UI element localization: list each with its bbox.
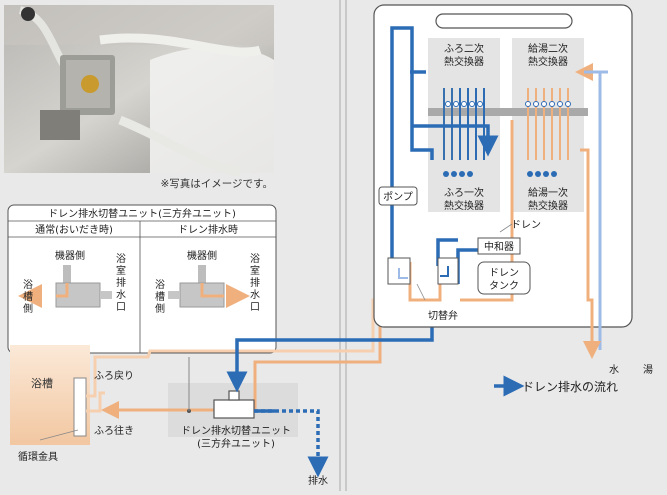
char: 排 bbox=[250, 276, 260, 289]
bathtub bbox=[10, 345, 90, 445]
hot-primary-exchanger-line1: 給湯一次 bbox=[528, 186, 568, 199]
bath-side-label-normal: 浴 槽 側 bbox=[23, 279, 33, 315]
device-side-label-normal: 機器側 bbox=[55, 249, 85, 262]
drain-leader bbox=[499, 223, 513, 233]
neutralizer-label: 中和器 bbox=[484, 240, 514, 253]
bath-side-label-drain: 浴 槽 側 bbox=[155, 279, 165, 315]
char: 側 bbox=[155, 302, 165, 315]
col-normal-label: 通常(おいだき時) bbox=[35, 223, 113, 236]
valve-drain bbox=[168, 265, 250, 308]
char: 浴 bbox=[250, 253, 260, 265]
photo-caption: ※写真はイメージです。 bbox=[160, 177, 273, 190]
char: 水 bbox=[116, 289, 126, 301]
char: 浴 bbox=[155, 279, 165, 291]
hot-secondary-exchanger-line1: 給湯二次 bbox=[528, 42, 568, 55]
legend-label: ドレン排水の流れ bbox=[522, 380, 618, 394]
droplets-secondary bbox=[445, 101, 571, 107]
hot-primary-exchanger-line2: 熱交換器 bbox=[528, 199, 568, 212]
char: 室 bbox=[116, 264, 126, 277]
char: 室 bbox=[250, 264, 260, 277]
pump-box bbox=[378, 186, 418, 206]
drain-outlet-label-normal: 浴 室 排 水 口 bbox=[116, 253, 126, 313]
char: 槽 bbox=[23, 290, 33, 303]
three-way-valve bbox=[187, 357, 255, 419]
switch-valves bbox=[387, 257, 459, 285]
drain-tank-line1: ドレン bbox=[489, 268, 519, 279]
char: 側 bbox=[23, 302, 33, 315]
char: 排 bbox=[116, 276, 126, 289]
char: 口 bbox=[116, 302, 126, 313]
drain-tank-box bbox=[477, 261, 531, 295]
hot-water-label: 湯 bbox=[643, 363, 653, 376]
bath-primary-exchanger-line1: ふろ一次 bbox=[444, 186, 484, 199]
valve-normal bbox=[18, 265, 112, 308]
water-label: 水 bbox=[609, 364, 619, 376]
bath-coils bbox=[443, 88, 485, 160]
switch-valve-label: 切替弁 bbox=[428, 309, 458, 322]
char: 浴 bbox=[116, 253, 126, 265]
product-photo bbox=[4, 5, 274, 177]
bath-primary-exchanger-line2: 熱交換器 bbox=[444, 199, 484, 212]
bath-secondary-exchanger-line2: 熱交換器 bbox=[444, 55, 484, 68]
col-drain-label: ドレン排水時 bbox=[178, 223, 238, 236]
unit-box-title: ドレン排水切替ユニット(三方弁ユニット) bbox=[48, 207, 236, 220]
drain-outlet-label-drain: 浴 室 排 水 口 bbox=[250, 253, 260, 313]
bath-return-label: ふろ戻り bbox=[94, 369, 134, 382]
char: 水 bbox=[250, 289, 260, 301]
char: 槽 bbox=[155, 290, 165, 303]
unit-label-line1: ドレン排水切替ユニット bbox=[181, 424, 291, 437]
switch-valve-leader bbox=[416, 283, 426, 301]
hot-coils bbox=[527, 88, 569, 160]
char: 口 bbox=[250, 302, 260, 313]
drain-label: 排水 bbox=[308, 474, 328, 487]
fitting-label: 循環金具 bbox=[18, 450, 58, 463]
char: 浴 bbox=[23, 279, 33, 291]
fitting-leader bbox=[39, 429, 79, 441]
droplets-primary bbox=[443, 171, 557, 177]
neutralizer-box bbox=[477, 237, 521, 255]
unit-label-line2: (三方弁ユニット) bbox=[197, 437, 275, 450]
pump-label: ポンプ bbox=[383, 191, 413, 203]
bath-secondary-exchanger-line1: ふろ二次 bbox=[444, 42, 484, 55]
drain-tank-line2: タンク bbox=[489, 280, 519, 292]
wall-lines bbox=[339, 0, 347, 491]
bathtub-label: 浴槽 bbox=[31, 377, 53, 390]
unit-box bbox=[7, 204, 277, 354]
drain-inside-label: ドレン bbox=[511, 220, 541, 231]
hot-secondary-exchanger-line2: 熱交換器 bbox=[528, 55, 568, 68]
bath-supply-label: ふろ往き bbox=[94, 424, 134, 437]
device-side-label-drain: 機器側 bbox=[187, 249, 217, 262]
